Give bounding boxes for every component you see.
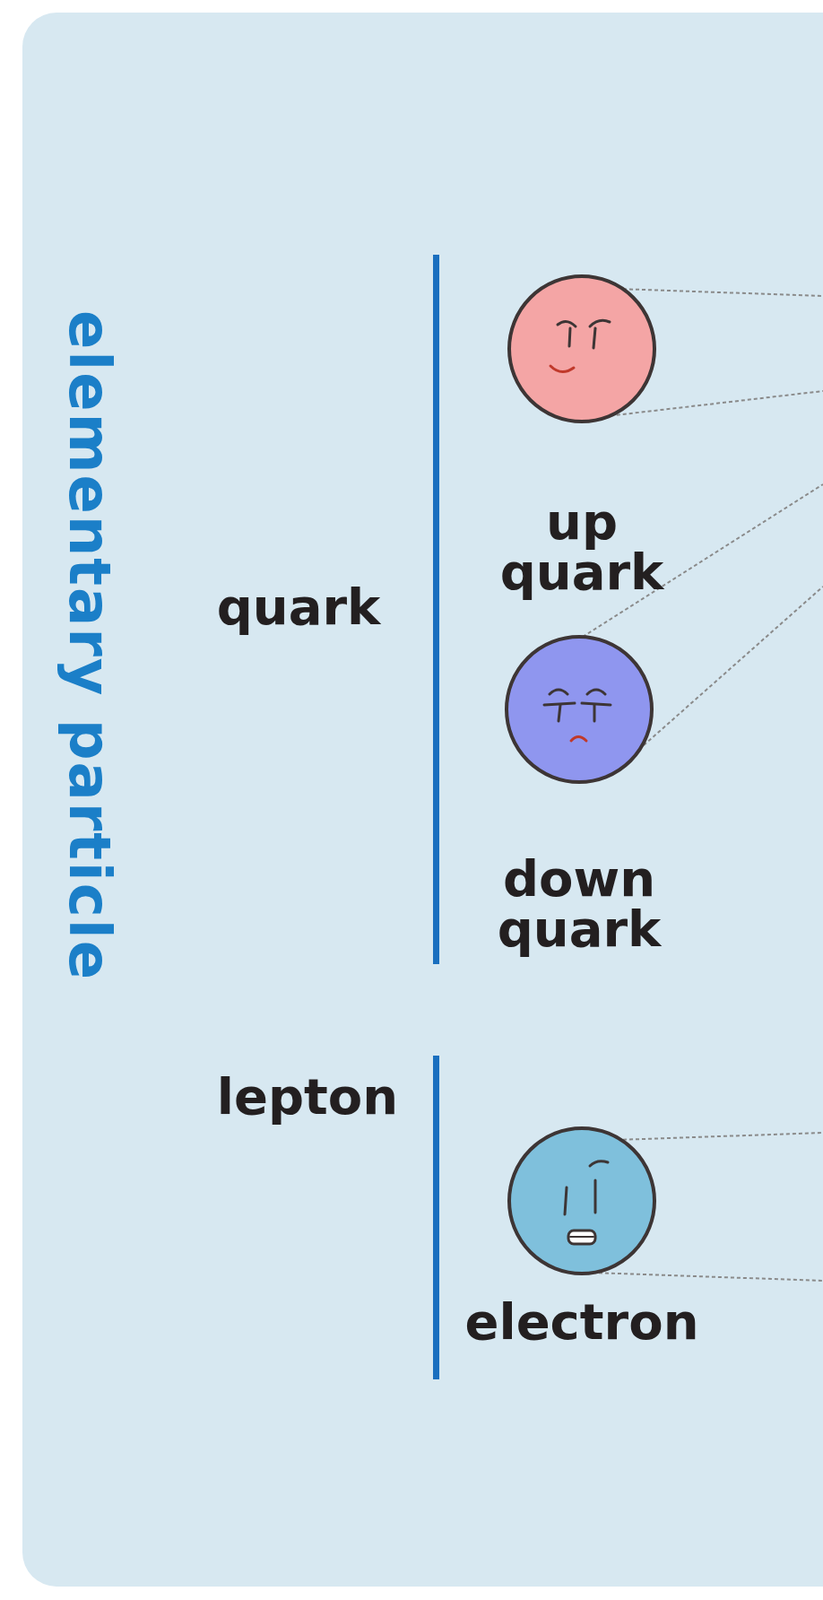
panel-title: elementary particle <box>60 310 119 981</box>
group-bar <box>433 254 440 964</box>
particle-label: electron <box>464 1296 699 1347</box>
particle-node: electron <box>438 1124 726 1347</box>
leader-line <box>616 288 823 296</box>
particle-node: up quark <box>465 272 699 598</box>
group-label: lepton <box>216 1069 399 1124</box>
particle-circle <box>502 632 656 786</box>
particle-panel: elementary particle up quark down quark ele… <box>22 12 823 1586</box>
particle-circle <box>505 272 659 425</box>
particle-label: up quark <box>500 496 665 598</box>
group-bar <box>433 1055 440 1379</box>
particle-circle <box>505 1124 659 1277</box>
particle-label: down quark <box>497 853 662 954</box>
particle-node: down quark <box>462 632 696 954</box>
group-label: quark <box>216 580 382 634</box>
leader-art <box>22 12 823 1586</box>
leader-line <box>616 1132 823 1140</box>
leader-line <box>592 1272 823 1281</box>
leader-line <box>643 586 823 746</box>
